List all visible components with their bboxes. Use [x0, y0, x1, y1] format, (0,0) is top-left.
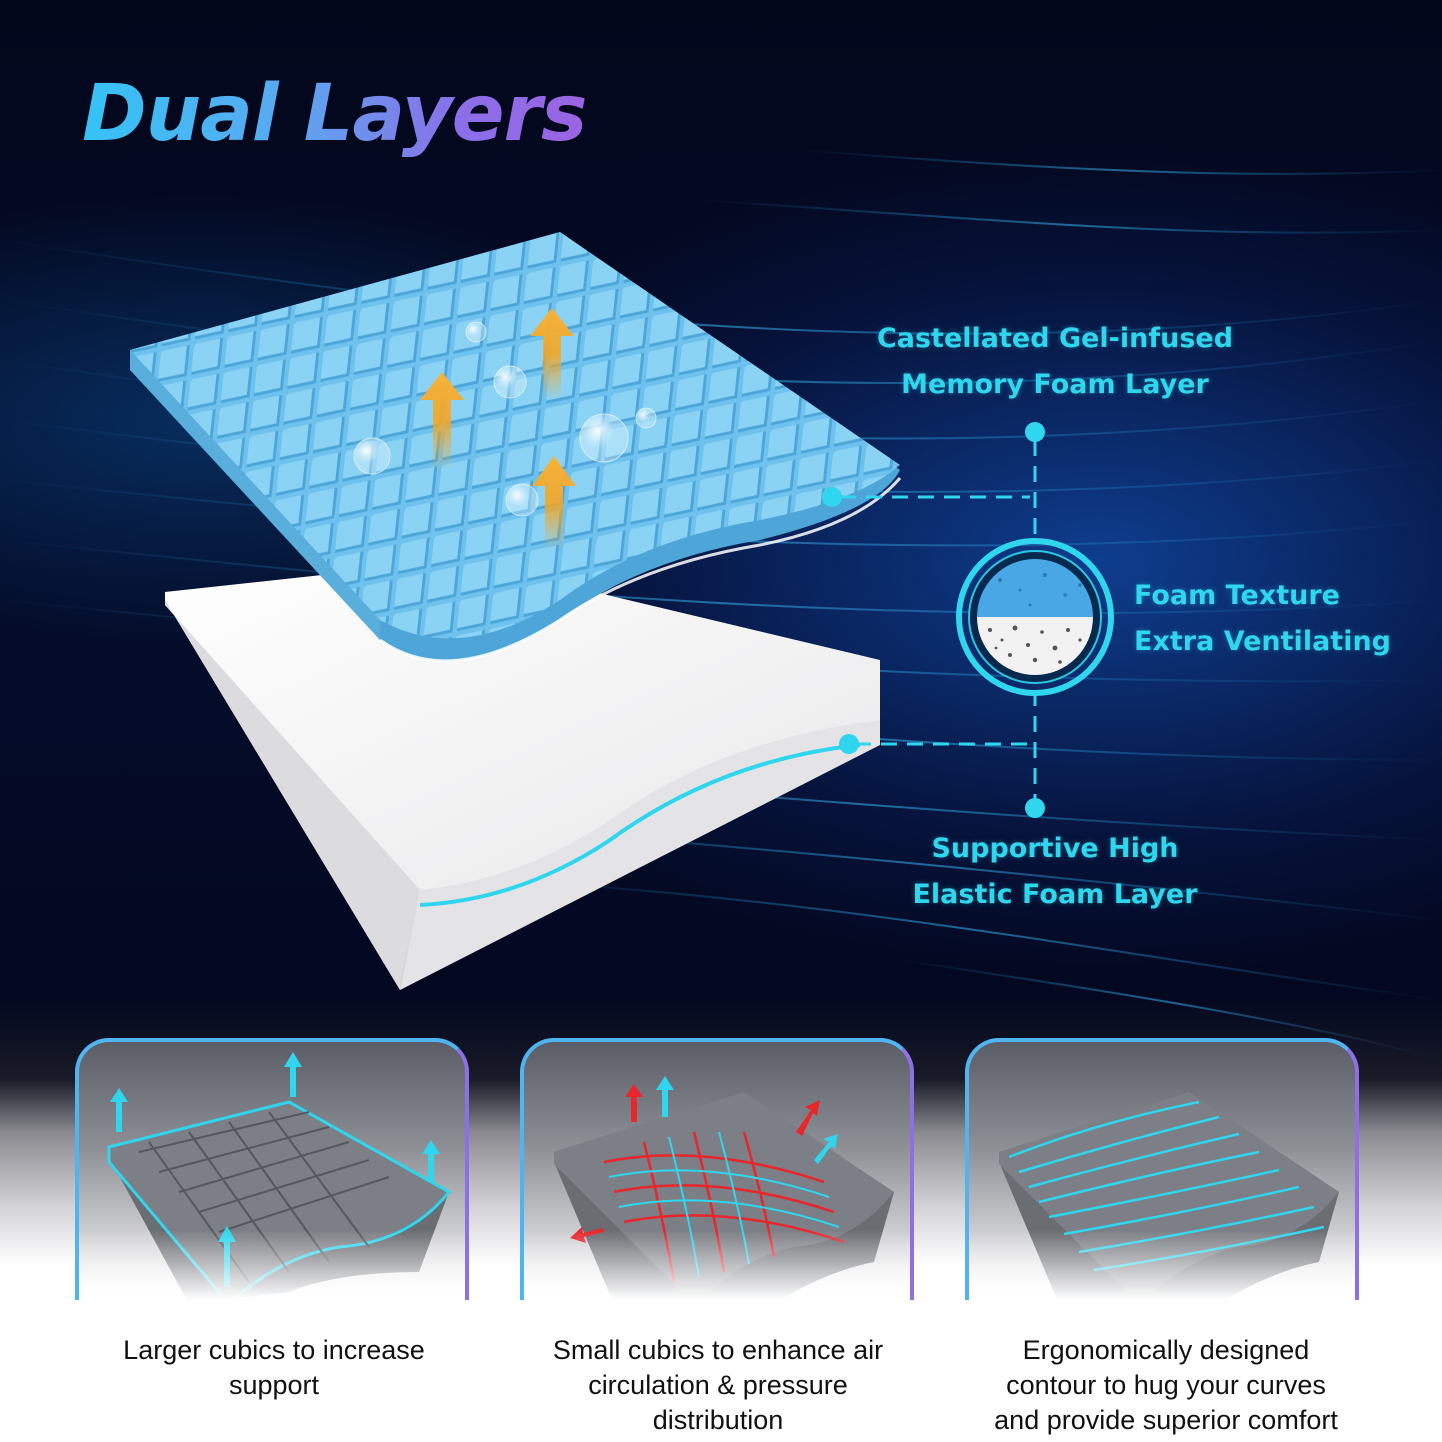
- caption-line: support: [228, 1370, 320, 1400]
- contour-cushion-icon: [999, 1092, 1339, 1300]
- feature-caption-airflow: Small cubics to enhance air circulation …: [508, 1333, 928, 1438]
- callout-dot-bottom: [1025, 798, 1045, 818]
- bottom-foam-layer: [165, 560, 880, 990]
- callout-anchor-bottom-layer: [839, 734, 859, 754]
- foam-texture-circle-icon: [956, 538, 1114, 696]
- air-bubble-icons: [353, 321, 657, 517]
- bottom-layer-callout-line1: Supportive High: [931, 833, 1179, 864]
- caption-line: Ergonomically designed: [1022, 1335, 1310, 1365]
- bottom-layer-callout-line2: Elastic Foam Layer: [912, 879, 1198, 910]
- orange-up-arrow-icons: [420, 308, 576, 550]
- airflow-cushion-icon: [554, 1076, 894, 1300]
- caption-line: circulation & pressure: [588, 1370, 848, 1400]
- feature-panel-contour: [965, 1038, 1359, 1300]
- caption-line: Larger cubics to increase: [123, 1335, 425, 1365]
- bottom-layer-callout: Supportive High Elastic Foam Layer: [890, 826, 1220, 918]
- texture-callout-line2: Extra Ventilating: [1134, 626, 1392, 657]
- feature-caption-contour: Ergonomically designed contour to hug yo…: [956, 1333, 1376, 1438]
- feature-caption-support: Larger cubics to increase support: [64, 1333, 484, 1403]
- callout-dot-top: [1025, 422, 1045, 442]
- top-layer-callout: Castellated Gel-infused Memory Foam Laye…: [860, 316, 1250, 408]
- dual-layer-cushion-illustration: [130, 232, 1114, 990]
- texture-callout: Foam Texture Extra Ventilating: [1134, 573, 1434, 665]
- caption-line: distribution: [652, 1405, 784, 1435]
- top-memory-foam-layer: [130, 232, 902, 663]
- callout-connectors: [840, 440, 1037, 800]
- page-title: Dual Layers: [82, 69, 587, 159]
- caption-line: Small cubics to enhance air: [552, 1335, 884, 1365]
- feature-panel-support: [75, 1038, 469, 1300]
- corner-support-cushion-icon: [107, 1052, 452, 1300]
- top-layer-callout-line1: Castellated Gel-infused: [876, 323, 1234, 354]
- feature-panel-airflow: [520, 1038, 914, 1300]
- texture-callout-line1: Foam Texture: [1134, 580, 1340, 611]
- top-layer-callout-line2: Memory Foam Layer: [901, 369, 1209, 400]
- caption-line: contour to hug your curves: [1006, 1370, 1326, 1400]
- callout-anchor-top-layer: [822, 487, 842, 507]
- caption-line: and provide superior comfort: [994, 1405, 1338, 1435]
